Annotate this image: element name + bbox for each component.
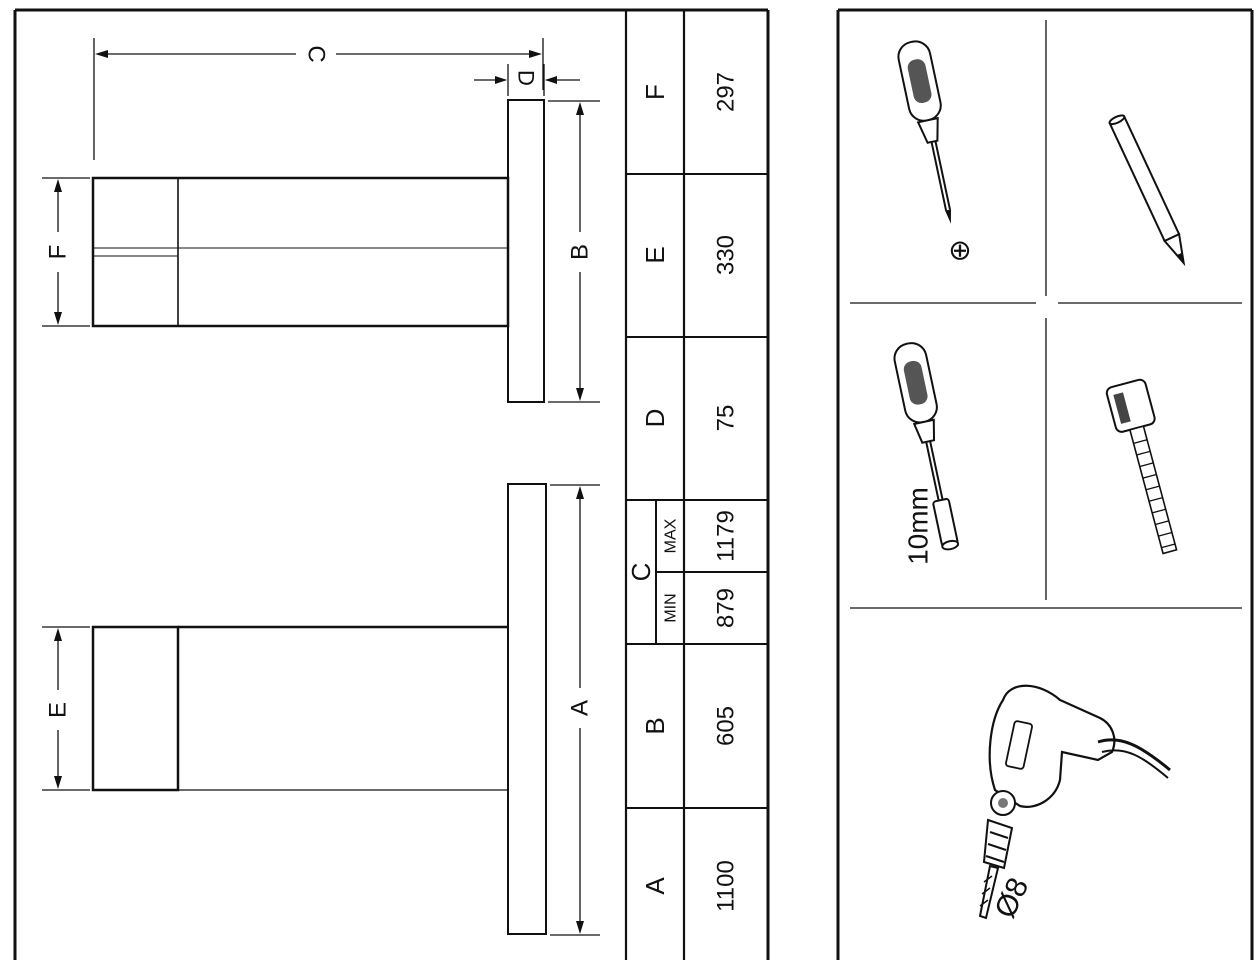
phillips-symbol: ⊕: [948, 235, 971, 266]
dim-c-arrow-left: [95, 50, 108, 58]
dim-c-arrow-right: [529, 50, 542, 58]
tape-measure-icon: [1105, 378, 1178, 555]
dim-d-arrow-left: [495, 76, 507, 84]
short-plate: [507, 99, 545, 403]
dimension-a: [550, 484, 600, 936]
dim-a-label: A: [567, 700, 594, 716]
table-value-a: 1100: [713, 860, 740, 912]
phillips-screwdriver-icon: [897, 40, 951, 224]
table-header-c-min: MIN: [663, 593, 680, 622]
long-plate: [507, 483, 547, 935]
dim-b-label: B: [567, 244, 594, 260]
dim-d-arrow-right: [545, 76, 557, 84]
dim-a-arrow-bottom: [576, 921, 584, 934]
dim-f-arrow-top: [54, 179, 62, 192]
dim-d-label: D: [514, 70, 539, 86]
dimension-f: [42, 177, 90, 327]
dim-e-arrow-bottom: [54, 776, 62, 789]
tools-panel: ⊕ 10mm: [836, 8, 1254, 960]
table-value-b: 605: [713, 706, 740, 746]
dimension-b: [548, 100, 600, 403]
dim-a-arrow-top: [576, 486, 584, 499]
dimensions-table: [624, 10, 768, 960]
table-value-f: 297: [713, 72, 740, 112]
dim-b-arrow-bottom: [576, 388, 584, 401]
dim-f-arrow-bottom: [54, 312, 62, 325]
table-header-e: E: [640, 246, 670, 263]
dimension-e: [42, 626, 90, 791]
nut-driver-size: 10mm: [903, 487, 934, 565]
table-value-e: 330: [713, 235, 740, 275]
long-arm-end: [91, 625, 180, 792]
table-header-b: B: [640, 717, 670, 734]
table-header-d: D: [640, 409, 670, 428]
dim-c-label: C: [303, 45, 330, 62]
dimension-c: [93, 38, 544, 160]
nut-driver-icon: [893, 342, 960, 551]
table-value-c-min: 879: [713, 588, 740, 628]
table-header-c-max: MAX: [663, 518, 680, 553]
table-header-f: F: [640, 84, 670, 100]
dim-e-arrow-top: [54, 628, 62, 641]
short-bar-part: [91, 99, 545, 403]
dimension-d: [474, 64, 580, 96]
long-bar-part: [91, 483, 547, 935]
table-value-c-max: 1179: [713, 510, 740, 562]
table-header-c: C: [626, 563, 656, 582]
short-arm: [91, 176, 510, 328]
dim-b-arrow-top: [576, 102, 584, 115]
pencil-icon: [1108, 114, 1186, 267]
table-header-a: A: [640, 877, 670, 895]
drill-icon: [978, 684, 1171, 920]
dim-f-label: F: [45, 245, 72, 260]
table-value-d: 75: [713, 405, 740, 432]
dim-e-label: E: [45, 702, 72, 718]
drawing-panel: C D B F: [13, 8, 770, 960]
